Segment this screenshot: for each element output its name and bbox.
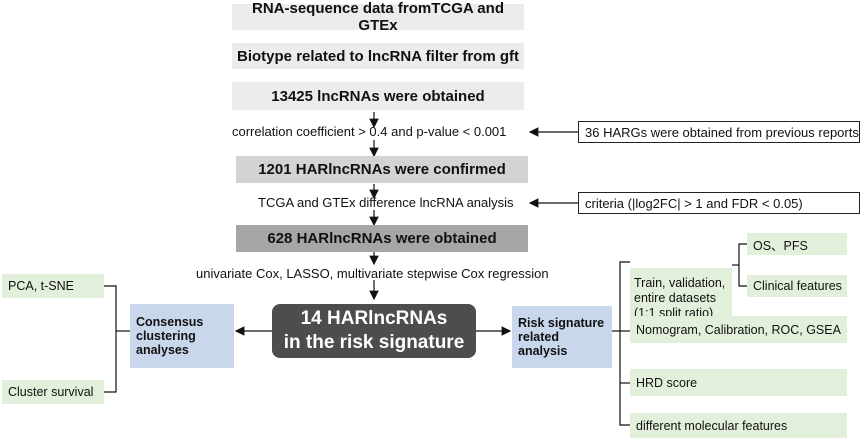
risk-signature-analysis: Risk signature related analysis — [512, 306, 612, 368]
central-line-1: 14 HARlncRNAs — [300, 308, 448, 329]
train-validation-datasets: Train, validation, entire datasets (1:1 … — [630, 268, 732, 328]
step-lncrnas-obtained: 13425 lncRNAs were obtained — [232, 82, 524, 110]
filter-cox-regression: univariate Cox, LASSO, multivariate step… — [196, 266, 549, 281]
step-harlncrnas-obtained: 628 HARlncRNAs were obtained — [236, 225, 528, 252]
central-risk-signature: 14 HARlncRNAs in the risk signature — [272, 304, 476, 358]
left-bracket — [104, 285, 117, 393]
cluster-survival: Cluster survival — [2, 380, 104, 404]
filter-difference: TCGA and GTEx difference lncRNA analysis — [258, 195, 514, 210]
input-hargs: 36 HARGs were obtained from previous rep… — [578, 121, 860, 143]
step-rna-sequence: RNA-sequence data fromTCGA and GTEx — [232, 0, 524, 34]
central-line-2: in the risk signature — [283, 332, 465, 353]
sub-bracket — [738, 243, 747, 287]
consensus-clustering: Consensus clustering analyses — [130, 304, 234, 368]
step-harlncrnas-confirmed: 1201 HARlncRNAs were confirmed — [236, 156, 528, 183]
hrd-score: HRD score — [630, 369, 847, 396]
step-biotype-filter: Biotype related to lncRNA filter from gf… — [232, 43, 524, 69]
pca-tsne: PCA, t-SNE — [2, 274, 104, 298]
clinical-features: Clinical features — [747, 275, 847, 297]
molecular-features: different molecular features — [630, 413, 847, 438]
nomogram-calibration: Nomogram, Calibration, ROC, GSEA — [630, 316, 847, 343]
os-pfs: OS、PFS — [747, 233, 847, 255]
input-criteria: criteria (|log2FC| > 1 and FDR < 0.05) — [578, 192, 860, 214]
right-bracket — [619, 261, 630, 426]
filter-correlation: correlation coefficient > 0.4 and p-valu… — [232, 124, 507, 139]
